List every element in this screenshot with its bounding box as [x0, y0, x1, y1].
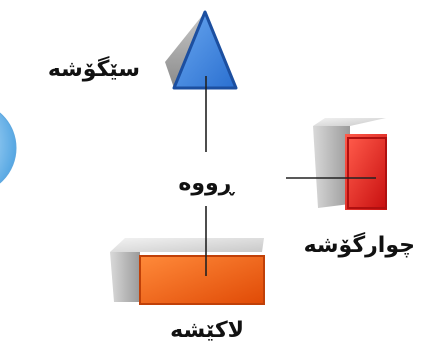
sphere-shape [0, 112, 17, 184]
cube-shape [313, 118, 387, 210]
center-label: ڕووە [178, 171, 235, 196]
triangle-prism-shape [165, 10, 238, 90]
triangle-label: سێگۆشە [48, 55, 140, 82]
rectangle-label: لاکێشە [170, 318, 244, 343]
square-label: چوارگۆشە [304, 231, 415, 258]
box-shape [110, 238, 265, 305]
